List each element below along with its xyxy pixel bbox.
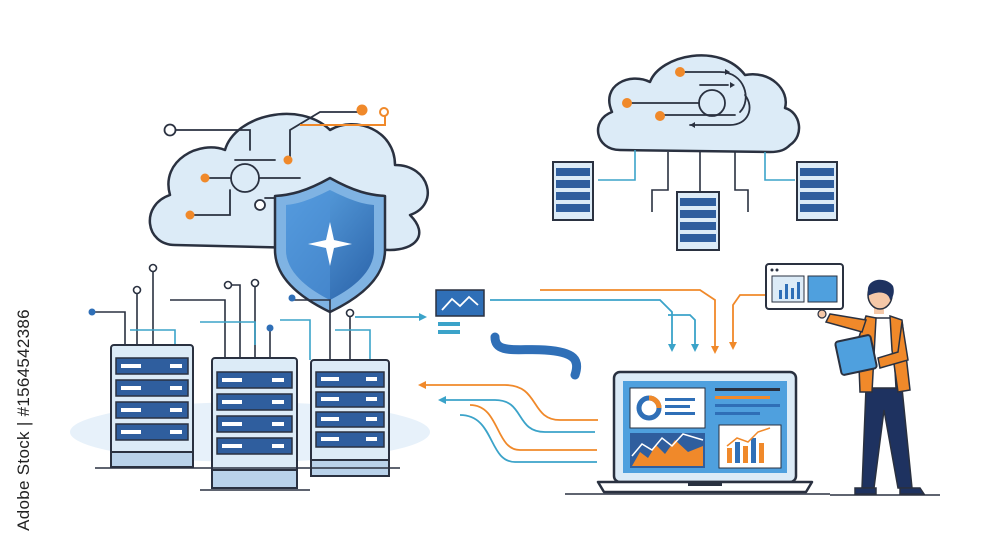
server-rack-icon <box>796 161 838 221</box>
dashboard-icon <box>629 387 782 469</box>
cable-icon <box>490 332 582 380</box>
person-icon <box>817 279 926 495</box>
presentation-panel-icon <box>765 263 844 310</box>
server-rack-icon <box>676 191 720 251</box>
server-rack-icon <box>211 357 298 489</box>
server-rack-icon <box>310 359 390 477</box>
tablet-icon <box>834 334 878 376</box>
stock-id-text: Adobe Stock | #1564542386 <box>14 309 33 531</box>
shield-icon <box>273 176 387 314</box>
left-server-group <box>70 263 430 491</box>
stock-watermark: Adobe Stock | #1564542386 <box>14 300 34 540</box>
line-chart-icon <box>435 289 485 334</box>
bar-chart-icon <box>718 424 782 469</box>
server-rack-icon <box>552 161 594 221</box>
server-rack-icon <box>110 344 194 468</box>
right-cloud-icon <box>596 54 801 154</box>
